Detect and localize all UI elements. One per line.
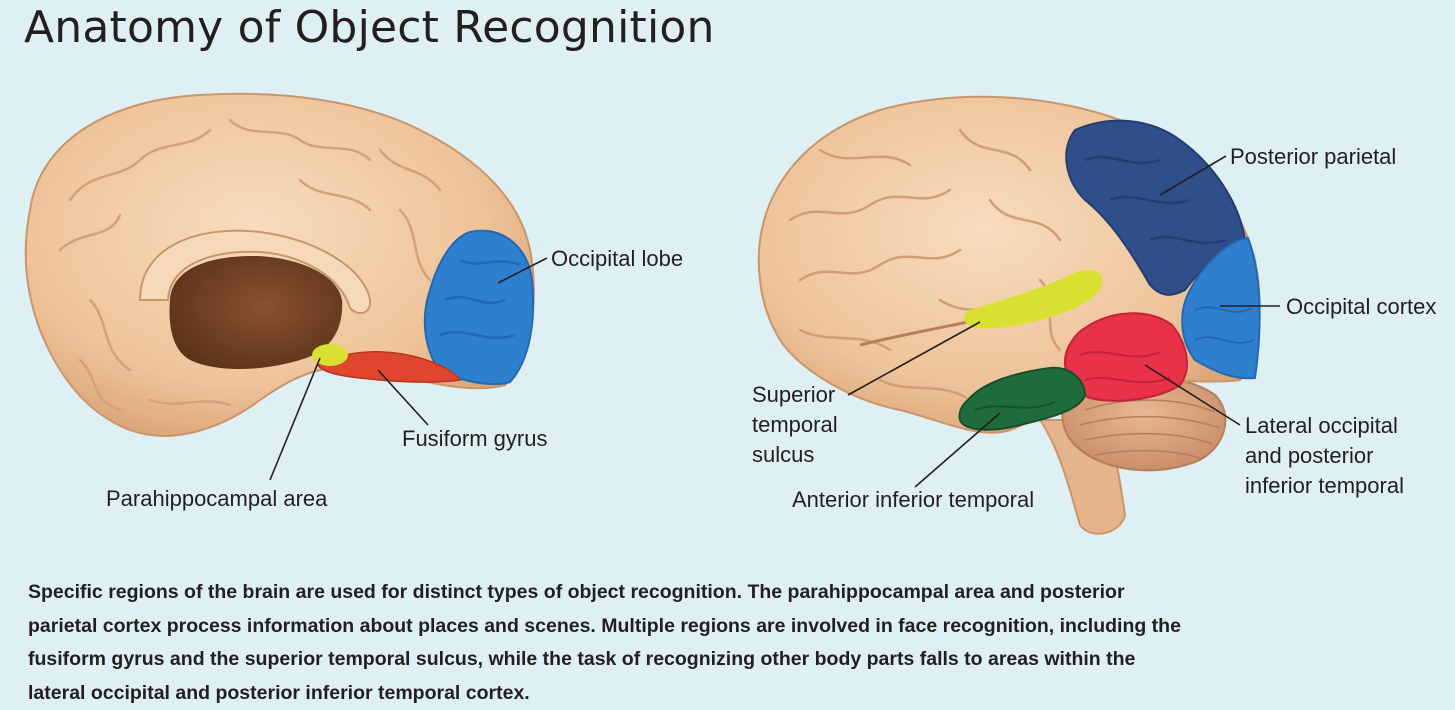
label-posterior-parietal: Posterior parietal xyxy=(1230,144,1397,169)
leader-anterior-inferior xyxy=(914,412,1001,488)
fusiform-gyrus-region xyxy=(316,351,462,383)
lateral-brain xyxy=(757,95,1261,535)
medial-brain xyxy=(24,92,535,437)
label-anterior-inferior-temporal: Anterior inferior temporal xyxy=(792,487,1035,512)
posterior-parietal-folds xyxy=(1084,155,1226,245)
label-occipital-cortex: Occipital cortex xyxy=(1286,294,1437,319)
leader-superior-temporal xyxy=(847,321,981,396)
leader-fusiform-gyrus xyxy=(377,369,429,426)
leader-occipital-lobe xyxy=(497,257,548,284)
leader-parahippocampal xyxy=(269,357,321,481)
figure-caption: Specific regions of the brain are used f… xyxy=(28,581,1181,704)
parahippocampal-region xyxy=(312,344,348,366)
occipital-lobe-folds xyxy=(439,258,521,340)
corpus-callosum xyxy=(138,229,372,315)
anterior-inferior-temporal-folds xyxy=(974,401,1056,411)
lateral-occipital-folds xyxy=(1079,351,1171,384)
label-parahippocampal-area: Parahippocampal area xyxy=(106,486,328,511)
occipital-lobe-region xyxy=(423,229,535,386)
anterior-inferior-temporal-region xyxy=(958,366,1087,431)
leader-posterior-parietal xyxy=(1159,155,1227,196)
medial-cavity xyxy=(169,255,343,369)
occipital-cortex-folds xyxy=(1194,306,1255,344)
label-occipital-lobe: Occipital lobe xyxy=(551,246,684,271)
leader-lines xyxy=(269,155,1280,488)
label-lateral-occipital-posterior-inferior-temporal: Lateral occipital and posterior inferior… xyxy=(1245,413,1404,498)
medial-gyri xyxy=(58,118,442,412)
label-fusiform-gyrus: Fusiform gyrus xyxy=(402,426,548,451)
leader-lateral-occipital xyxy=(1144,364,1241,426)
label-superior-temporal-sulcus: Superior temporal sulcus xyxy=(752,382,838,467)
cerebellum-folia xyxy=(1079,399,1221,459)
page-title: Anatomy of Object Recognition xyxy=(24,2,715,53)
posterior-parietal-region xyxy=(1065,119,1247,296)
superior-temporal-sulcus-region xyxy=(964,269,1103,329)
